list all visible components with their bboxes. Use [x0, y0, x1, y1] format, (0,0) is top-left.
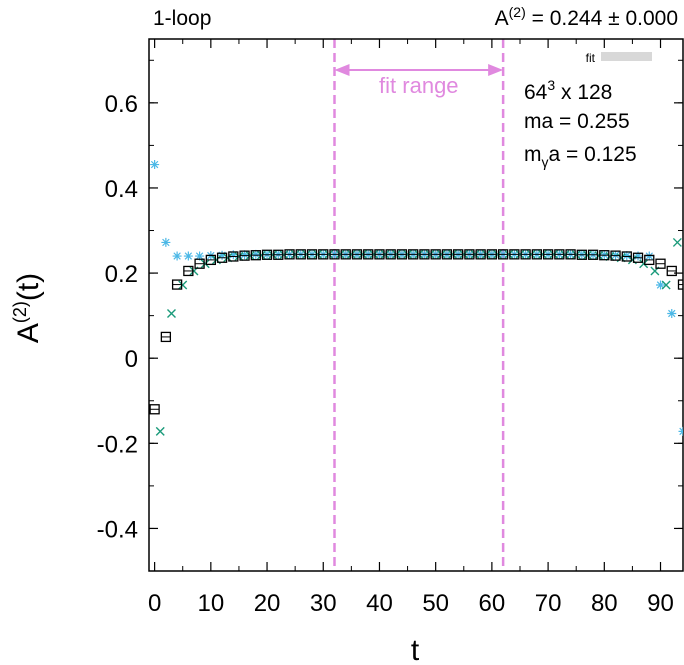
data-point-cross	[256, 250, 266, 260]
data-point-star	[251, 249, 261, 259]
data-point-cross	[234, 251, 244, 261]
y-tick-label: 0.2	[105, 261, 138, 288]
data-point-cross	[290, 249, 300, 259]
photon-mass-label: mγa = 0.125	[524, 143, 637, 170]
data-point-cross	[200, 259, 210, 269]
data-point-star	[667, 309, 677, 319]
lattice-size-label: 643 x 128	[524, 77, 612, 104]
x-tick-label: 40	[366, 590, 393, 617]
data-point-cross	[414, 249, 424, 259]
data-point-cross	[425, 249, 435, 259]
data-point-cross	[493, 249, 502, 259]
data-point-cross	[155, 426, 165, 436]
data-point-star	[150, 160, 160, 170]
x-tick-label: 0	[148, 590, 161, 617]
chart-header-left: 1-loop	[153, 7, 211, 30]
data-point-cross	[448, 249, 458, 259]
legend-fit-swatch	[601, 52, 652, 61]
data-point-cross	[515, 249, 525, 259]
data-point-cross	[549, 249, 559, 259]
x-tick-label: 10	[197, 590, 224, 617]
data-point-cross	[178, 280, 188, 290]
x-tick-label: 60	[479, 590, 506, 617]
x-tick-label: 90	[647, 590, 674, 617]
fit-range-label: fit range	[379, 73, 459, 98]
legend-fit-label: fit	[586, 51, 596, 65]
data-point-cross	[245, 251, 255, 261]
data-point-star	[195, 251, 205, 261]
y-tick-label: 0.4	[105, 176, 138, 203]
data-point-cross	[436, 249, 446, 259]
x-tick-label: 50	[422, 590, 449, 617]
x-axis-title: t	[411, 634, 420, 665]
data-point-cross	[391, 249, 401, 259]
y-tick-label: -0.4	[97, 516, 138, 543]
data-point-star	[161, 237, 171, 247]
data-point-star	[217, 250, 227, 260]
y-tick-label: -0.2	[97, 431, 138, 458]
data-point-cross	[560, 250, 570, 260]
data-point-cross	[324, 249, 334, 259]
data-point-cross	[166, 309, 176, 319]
axis-ticks	[149, 39, 683, 571]
data-point-cross	[661, 280, 671, 290]
x-tick-label: 30	[310, 590, 337, 617]
fit-range-arrow	[334, 64, 504, 76]
data-point-cross	[470, 249, 480, 259]
data-point-cross	[380, 249, 390, 259]
data-point-cross	[571, 250, 581, 260]
data-point-cross	[313, 249, 323, 259]
data-point-cross	[369, 249, 379, 259]
data-point-cross	[582, 250, 592, 260]
y-axis-title: A(2)(t)	[10, 273, 45, 343]
chart-header-right: A(2) = 0.244 ± 0.000	[495, 4, 678, 30]
data-point-star	[240, 250, 250, 260]
fit-layer	[333, 39, 505, 571]
data-point-cross	[403, 249, 413, 259]
x-tick-label: 80	[591, 590, 618, 617]
data-point-star	[622, 251, 632, 261]
data-point-cross	[268, 250, 278, 260]
x-tick-label: 20	[254, 590, 281, 617]
data-point-cross	[459, 249, 469, 259]
data-point-cross	[526, 249, 536, 259]
data-point-cross	[594, 251, 604, 261]
y-tick-label: 0.6	[105, 91, 138, 118]
data-point-star	[228, 250, 238, 260]
data-point-cross	[504, 249, 514, 259]
data-point-star	[183, 251, 193, 261]
plot-frame	[148, 38, 684, 572]
axis-tick-labels: 0 10 20 30 40 50 60 70 80 90 -0.4 -0.2 0 0.2 0.4 0.6	[97, 91, 674, 617]
data-point-cross	[279, 250, 289, 260]
data-point-cross	[537, 249, 547, 259]
data-point-cross	[672, 237, 682, 247]
mass-label: ma = 0.255	[524, 110, 630, 133]
y-tick-label: 0	[125, 346, 138, 373]
data-point-star	[656, 280, 666, 290]
data-point-star	[633, 251, 643, 261]
data-point-cross	[335, 249, 345, 259]
data-point-star	[172, 251, 182, 261]
data-point-cross	[358, 249, 368, 259]
data-point-cross	[639, 259, 649, 269]
x-tick-label: 70	[535, 590, 562, 617]
fit-range-arrowhead-right	[488, 64, 504, 76]
data-point-star	[644, 251, 654, 261]
fit-range-arrowhead-left	[334, 64, 350, 76]
data-point-cross	[346, 249, 356, 259]
data-points	[149, 160, 683, 436]
data-point-cross	[481, 249, 491, 259]
data-point-cross	[301, 249, 311, 259]
